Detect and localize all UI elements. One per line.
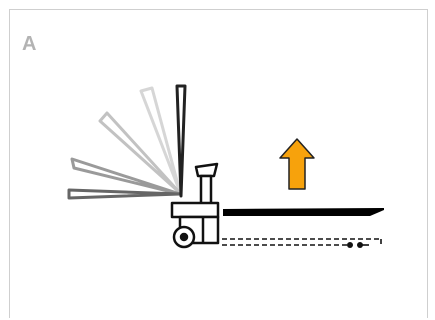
boom-position-2 bbox=[67, 188, 182, 200]
panel-label: A bbox=[22, 33, 37, 55]
illustration-panel bbox=[9, 9, 428, 318]
lowered-deck-outline bbox=[222, 238, 382, 246]
boom-position-5 bbox=[139, 86, 182, 194]
deck-wheel-1 bbox=[347, 242, 353, 248]
seat-back bbox=[194, 162, 219, 178]
boom-position-1 bbox=[175, 84, 187, 198]
boom-position-3 bbox=[70, 157, 182, 196]
mast-column bbox=[199, 174, 213, 208]
raised-deck bbox=[223, 208, 384, 216]
raise-arrow-icon bbox=[279, 138, 315, 190]
lift-machine bbox=[170, 162, 220, 249]
machine-housing bbox=[170, 201, 220, 219]
boom-position-4 bbox=[98, 111, 182, 195]
